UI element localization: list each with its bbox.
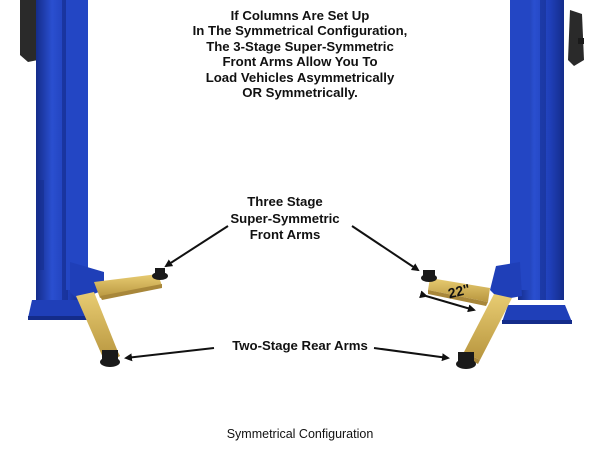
headline-line: If Columns Are Set Up [230, 8, 370, 23]
front-arms-callout-line: Super-Symmetric [230, 210, 340, 226]
front-arms-callout: Three Stage Super-Symmetric Front Arms [200, 194, 370, 244]
right-column-motor [568, 10, 584, 66]
rear-arm-arrow-left [124, 347, 215, 362]
right-column-base [502, 305, 572, 322]
headline-line: The 3-Stage Super-Symmetric [206, 38, 394, 54]
headline-line: OR Symmetrically. [242, 85, 358, 101]
front-arms-callout-line: Three Stage [247, 194, 323, 209]
front-arm-arrow-right [351, 225, 420, 272]
headline-line: Front Arms Allow You To [222, 54, 378, 70]
left-column-motor [20, 0, 38, 62]
headline-line: Load Vehicles Asymmetrically [205, 69, 395, 85]
diagram-caption: Symmetrical Configuration [226, 427, 374, 441]
front-arms-callout-line: Front Arms [249, 227, 321, 242]
left-column [20, 0, 104, 320]
headline-text: If Columns Are Set Up In The Symmetrical… [140, 8, 460, 100]
rear-arms-callout: Two-Stage Rear Arms [232, 338, 368, 353]
front-arm-arrow-left [164, 225, 229, 268]
left-front-arm [94, 268, 168, 300]
dimension-arrow [419, 290, 476, 313]
left-carriage [70, 262, 104, 300]
rear-arm-arrow-right [373, 347, 450, 362]
right-carriage [490, 262, 522, 300]
left-rear-arm [76, 292, 120, 367]
right-rear-arm [456, 294, 512, 369]
right-column [490, 0, 584, 324]
headline-line: In The Symmetrical Configuration, [192, 23, 408, 39]
